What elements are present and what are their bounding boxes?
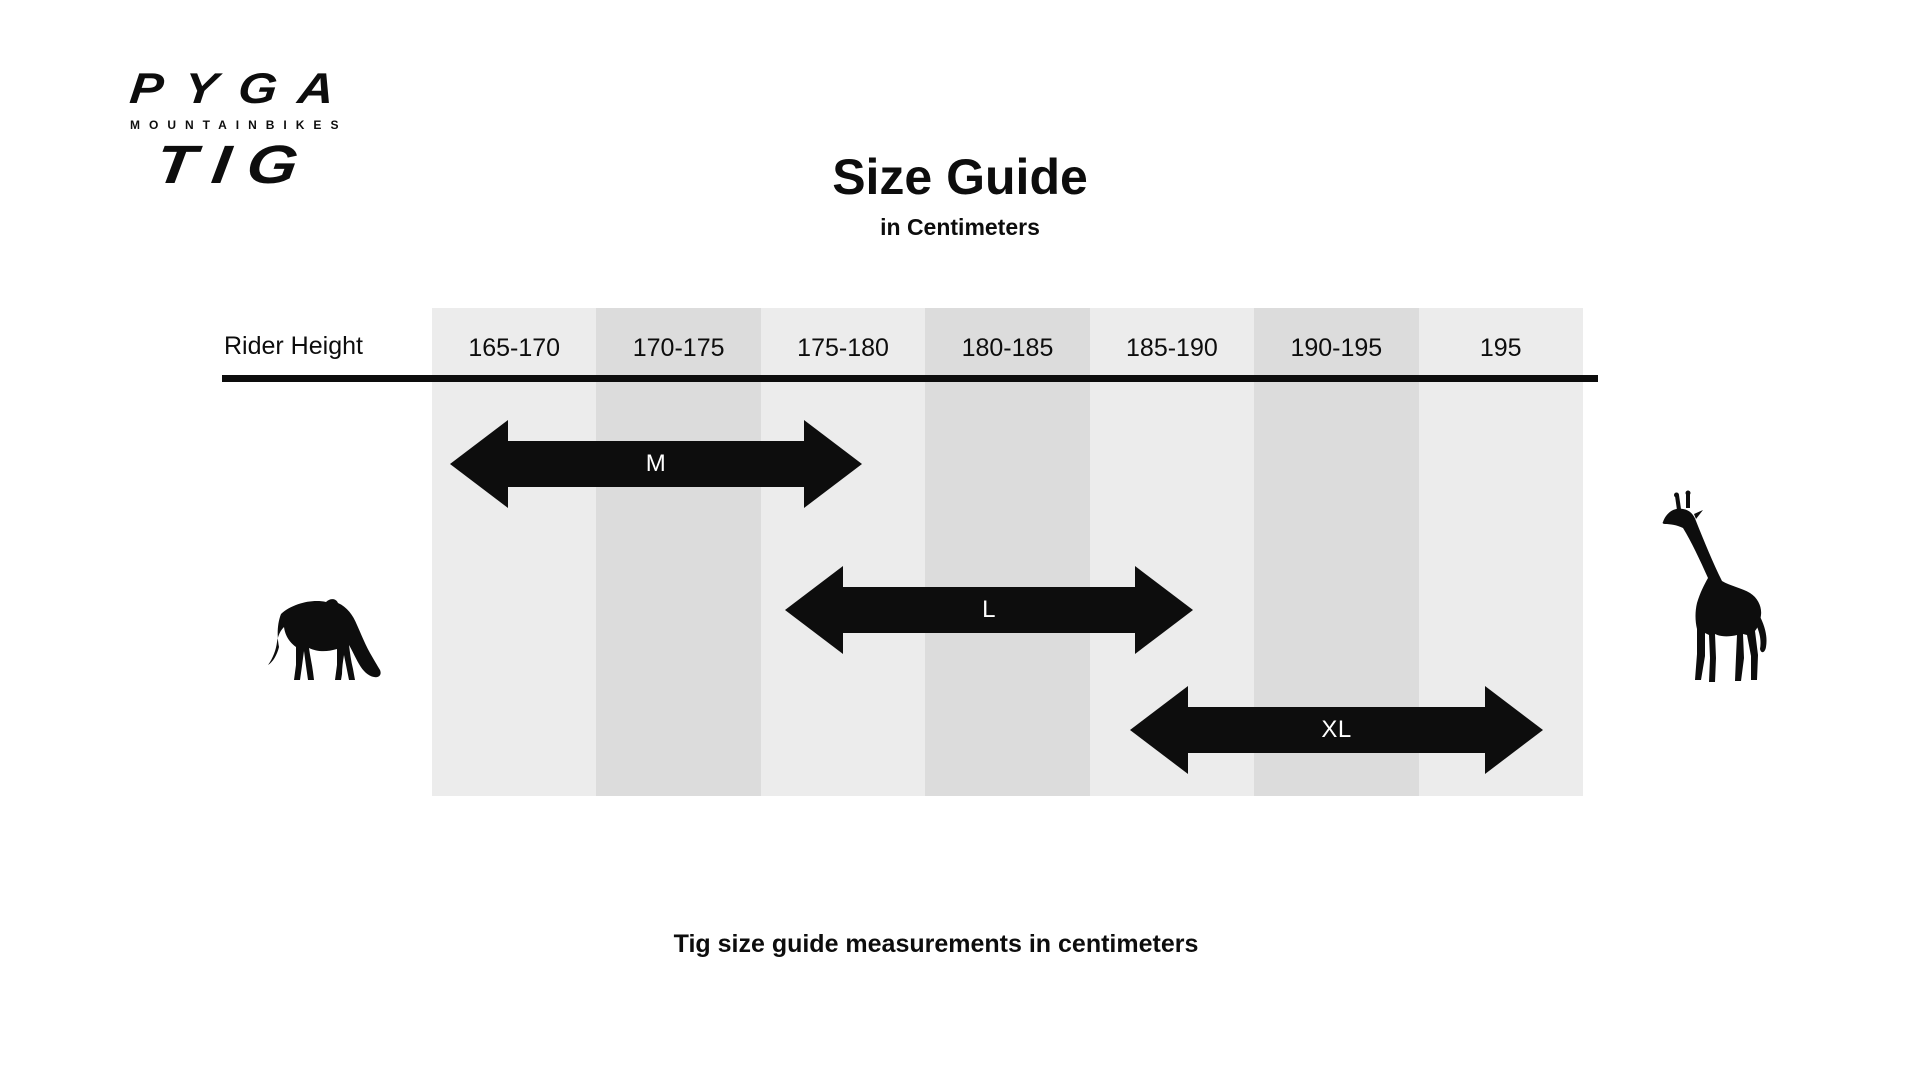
height-range-label: 180-185 [961, 334, 1054, 362]
arrowhead-right-icon [1135, 566, 1193, 654]
giraffe-icon [1662, 490, 1767, 682]
page-subtitle: in Centimeters [880, 214, 1040, 240]
logo-tagline: MOUNTAINBIKES [130, 118, 348, 132]
height-range-label: 185-190 [1126, 334, 1218, 362]
height-column: 180-185 [925, 308, 1090, 796]
size-label: L [982, 596, 996, 623]
rider-height-label: Rider Height [224, 332, 363, 360]
height-column: 170-175 [596, 308, 761, 796]
arrow-shaft: L [843, 587, 1135, 633]
size-arrow-l: L [785, 566, 1193, 654]
arrowhead-right-icon [1485, 686, 1543, 774]
header-rule [222, 375, 1598, 382]
caption-text: Tig size guide measurements in centimete… [673, 930, 1199, 958]
arrowhead-left-icon [450, 420, 508, 508]
size-label: XL [1321, 716, 1352, 743]
size-arrow-m: M [450, 420, 862, 508]
arrowhead-left-icon [785, 566, 843, 654]
brand-logo: PYGA MOUNTAINBIKES TIG [128, 65, 358, 195]
size-arrow-xl: XL [1130, 686, 1543, 774]
arrowhead-left-icon [1130, 686, 1188, 774]
pony-icon [268, 599, 381, 680]
page-title: Size Guide [832, 149, 1088, 205]
height-range-label: 190-195 [1290, 334, 1383, 362]
logo-brand-text: PYGA [127, 65, 358, 113]
arrow-shaft: XL [1188, 707, 1485, 753]
height-range-label: 170-175 [632, 334, 725, 362]
height-column: 165-170 [432, 308, 597, 796]
height-range-label: 165-170 [468, 334, 561, 362]
size-label: M [645, 450, 667, 477]
height-range-label: 175-180 [797, 334, 889, 362]
arrowhead-right-icon [804, 420, 862, 508]
arrow-shaft: M [508, 441, 804, 487]
height-range-label: 195 [1479, 334, 1522, 362]
height-column: 175-180 [760, 308, 926, 796]
